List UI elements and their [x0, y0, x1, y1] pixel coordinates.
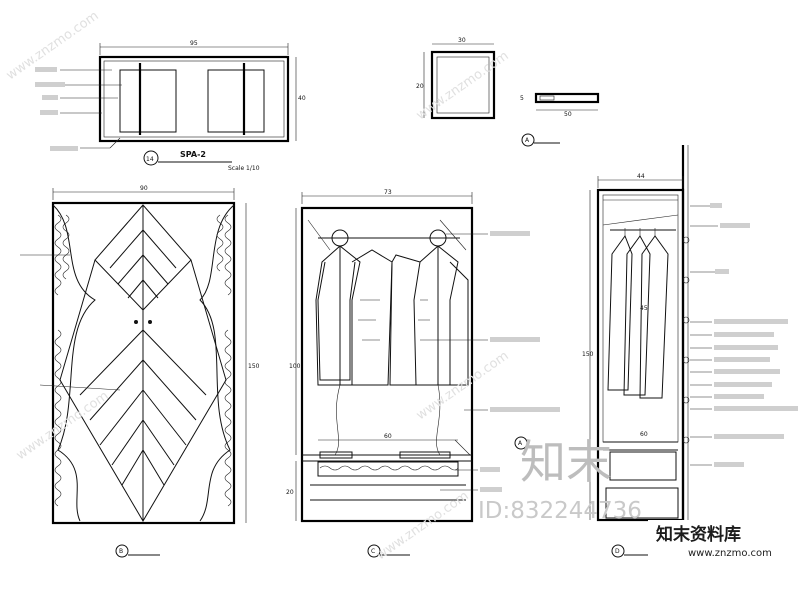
- elev-d-inner: 60: [640, 431, 648, 438]
- elev-d-inner2: 45: [640, 305, 648, 312]
- plan-view-spa2: 95 40 14 SPA-2 Scale 1/10: [35, 40, 306, 172]
- plan-width-dim: 95: [190, 40, 198, 47]
- elev-b-marker: B: [119, 548, 123, 555]
- plan-callout-number: 14: [146, 156, 154, 163]
- elev-c-height: 100: [289, 363, 301, 370]
- elev-c-marker-circle: [367, 544, 381, 558]
- elev-c-drawer-width: 60: [384, 433, 392, 440]
- detail-a-marker: A: [525, 137, 530, 144]
- watermark-url-4: www.znzmo.com: [414, 348, 512, 423]
- elev-c-width: 73: [384, 189, 392, 196]
- watermark-url-1: www.znzmo.com: [4, 8, 102, 83]
- watermark-id: ID:832244736: [478, 498, 642, 524]
- watermark-brand-name: 知末资料库: [655, 524, 741, 545]
- plan-callout-circle: [143, 150, 159, 166]
- plan-leaders: [35, 67, 122, 151]
- watermark-logo-mark: 知末: [520, 435, 612, 489]
- elev-c-drawer-height: 20: [286, 489, 294, 496]
- elev-c-ref-marker: A: [518, 440, 523, 447]
- watermark-brand-url: www.znzmo.com: [688, 548, 772, 559]
- elev-c-marker: C: [371, 548, 375, 555]
- elev-d-marker: D: [615, 548, 620, 555]
- elev-d-height: 150: [582, 351, 594, 358]
- elev-b-marker-circle: [115, 544, 129, 558]
- elev-b-height: 150: [248, 363, 260, 370]
- elev-d-marker-circle: [611, 544, 625, 558]
- detail-a-strip-height: 5: [520, 95, 524, 102]
- elev-d-width: 44: [637, 173, 645, 180]
- elev-b-width: 90: [140, 185, 148, 192]
- elevation-c-open: 73 100 60 20 A C: [286, 189, 560, 558]
- elev-c-ref-circle: [514, 436, 528, 450]
- plan-scale: Scale 1/10: [228, 165, 260, 172]
- detail-a-strip-width: 50: [564, 111, 572, 118]
- watermark-layer: www.znzmo.com www.znzmo.com www.znzmo.co…: [4, 8, 798, 566]
- detail-a: 30 20 50 5 A: [416, 37, 600, 147]
- detail-a-height: 20: [416, 83, 424, 90]
- elevation-b-door: 90 150 B: [20, 185, 260, 558]
- elevation-d-section: 44 150 60 45 D: [582, 145, 798, 560]
- detail-a-width: 30: [458, 37, 466, 44]
- watermark-url-2: www.znzmo.com: [414, 48, 512, 123]
- watermark-url-3: www.znzmo.com: [14, 388, 112, 463]
- plan-height-dim: 40: [298, 95, 306, 102]
- detail-a-marker-circle: [521, 133, 535, 147]
- plan-title-code: SPA-2: [180, 150, 206, 159]
